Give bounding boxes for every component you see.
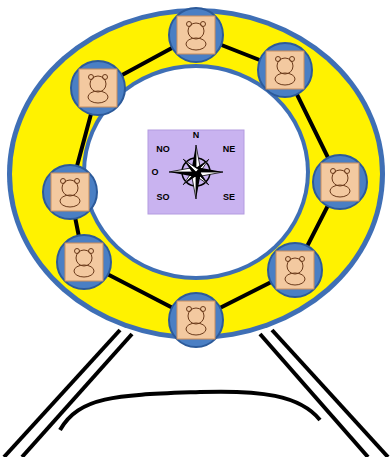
gondola-circle	[169, 293, 223, 347]
animal-ear	[187, 22, 192, 27]
animal-gondola	[71, 61, 125, 115]
gondola-circle	[43, 165, 97, 219]
animal-gondola	[258, 43, 312, 97]
animal-gondola	[169, 8, 223, 62]
animal-ear	[103, 75, 108, 80]
animal-ear	[89, 75, 94, 80]
compass-rose	[169, 145, 223, 199]
animal-body	[285, 273, 305, 285]
animal-ear	[300, 257, 305, 262]
animal-ear	[187, 307, 192, 312]
gondola-circle	[268, 243, 322, 297]
gondola-circle	[57, 235, 111, 289]
ring-outer-border	[7, 8, 385, 340]
animal-body	[60, 195, 80, 207]
animal-head	[90, 76, 106, 92]
animal-picture	[321, 163, 359, 201]
animal-ear	[61, 179, 66, 184]
track-line	[70, 35, 340, 320]
compass-point	[169, 172, 196, 177]
animal-picture	[266, 51, 304, 89]
animal-ear	[201, 307, 206, 312]
animal-body	[88, 91, 108, 103]
animal-ear	[89, 249, 94, 254]
wheel-legs	[4, 330, 388, 457]
animal-body	[74, 265, 94, 277]
animal-ear	[75, 249, 80, 254]
animal-picture	[177, 301, 215, 339]
compass-direction: NO	[156, 145, 170, 154]
compass-point	[196, 167, 223, 172]
gondolas	[43, 8, 367, 347]
gondola-circle	[169, 8, 223, 62]
animal-picture	[79, 69, 117, 107]
compass-point	[196, 172, 201, 199]
animal-ear	[331, 169, 336, 174]
animal-head	[277, 58, 293, 74]
animal-gondola	[57, 235, 111, 289]
compass-point	[183, 159, 198, 172]
animal-body	[186, 323, 206, 335]
animal-gondola	[169, 293, 223, 347]
animal-body	[186, 38, 206, 50]
animal-picture	[276, 251, 314, 289]
animal-picture	[65, 243, 103, 281]
animal-ear	[290, 57, 295, 62]
animal-picture	[177, 16, 215, 54]
animal-body	[330, 185, 350, 197]
gondola-circle	[313, 155, 367, 209]
animal-ear	[276, 57, 281, 62]
animal-head	[188, 308, 204, 324]
animal-head	[62, 180, 78, 196]
animal-gondola	[313, 155, 367, 209]
compass-direction: SE	[223, 193, 235, 202]
gondola-circle	[258, 43, 312, 97]
animal-body	[275, 73, 295, 85]
compass-direction: O	[151, 168, 158, 177]
animal-ear	[345, 169, 350, 174]
animal-ear	[201, 22, 206, 27]
animal-head	[188, 23, 204, 39]
animal-head	[287, 258, 303, 274]
animal-head	[332, 170, 348, 186]
gondola-circle	[71, 61, 125, 115]
compass-panel	[148, 130, 244, 214]
compass-direction: SO	[156, 193, 169, 202]
animal-gondola	[268, 243, 322, 297]
animal-head	[76, 250, 92, 266]
compass-direction: N	[193, 131, 200, 140]
animal-ear	[75, 179, 80, 184]
animal-ear	[286, 257, 291, 262]
compass-direction: NE	[223, 145, 236, 154]
animal-picture	[51, 173, 89, 211]
animal-gondola	[43, 165, 97, 219]
